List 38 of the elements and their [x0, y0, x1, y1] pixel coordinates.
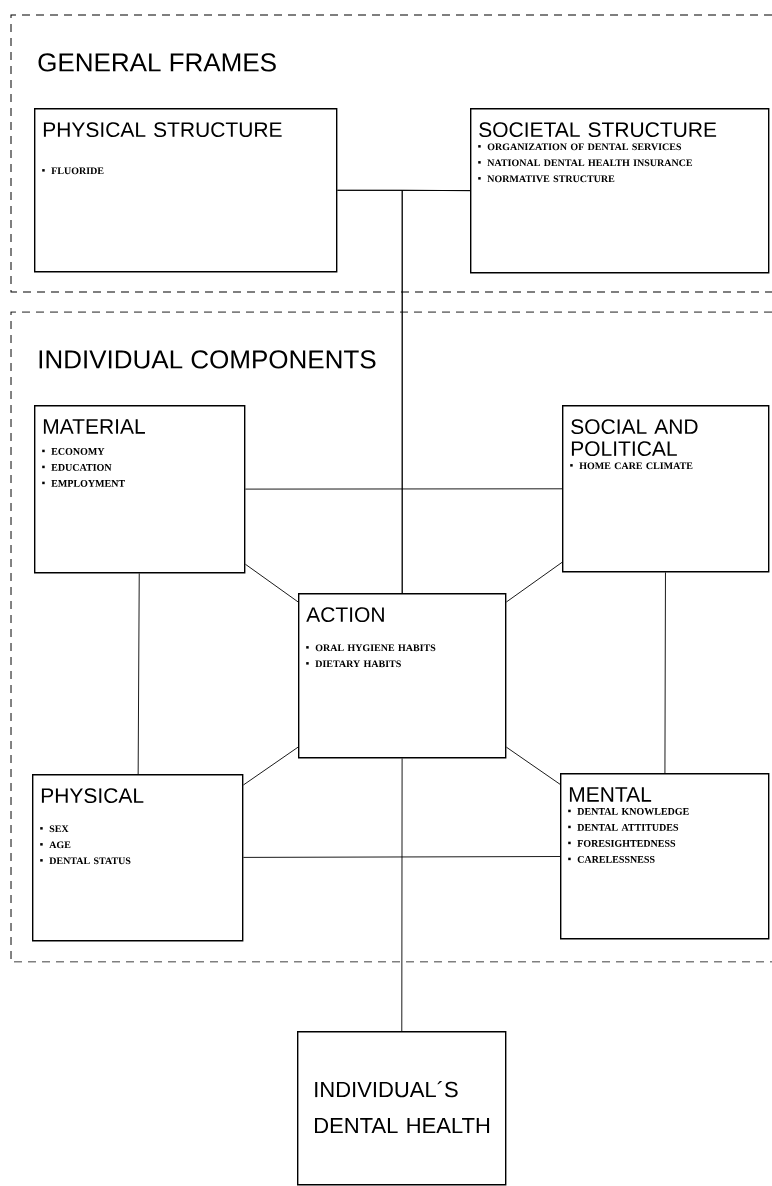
- bullet-item: DENTAL ATTITUDES: [568, 824, 679, 831]
- process-box: [297, 1031, 507, 1186]
- bullet-item: NATIONAL DENTAL HEALTH INSURANCE: [478, 159, 693, 167]
- connector-line: [401, 189, 471, 594]
- box-title: PHYSICAL: [41, 788, 144, 804]
- bullet-item: FLUORIDE: [42, 167, 104, 175]
- bullet-item: EMPLOYMENT: [42, 480, 125, 487]
- bullet-item: CARELESSNESS: [568, 856, 655, 863]
- connector-line: [505, 561, 563, 603]
- connector-line: [244, 563, 299, 603]
- bullet-item: ORGANIZATION OF DENTAL SERVICES: [478, 143, 682, 151]
- box-title: MENTAL: [569, 787, 652, 802]
- box-title: SOCIAL AND POLITICAL: [571, 419, 698, 457]
- connector-line: [401, 757, 403, 1032]
- box-title: PHYSICAL STRUCTURE: [43, 122, 282, 138]
- bullet-item: EDUCATION: [42, 464, 112, 471]
- bullet-item: AGE: [40, 841, 71, 849]
- bullet-item: NORMATIVE STRUCTURE: [478, 175, 615, 183]
- connector-line: [505, 746, 561, 785]
- box-title: MATERIAL: [43, 419, 145, 434]
- bullet-item: ORAL HYGIENE HABITS: [306, 644, 436, 652]
- box-title: SOCIETAL STRUCTURE: [479, 122, 717, 138]
- group-title: GENERAL FRAMES: [38, 53, 276, 72]
- box-title: INDIVIDUAL´S DENTAL HEALTH: [315, 1080, 490, 1134]
- connector-line: [242, 746, 299, 786]
- bullet-item: FORESIGHTEDNESS: [568, 840, 676, 847]
- connector-line: [244, 488, 563, 490]
- bullet-item: DENTAL STATUS: [40, 857, 131, 865]
- group-title: INDIVIDUAL COMPONENTS: [39, 350, 376, 369]
- bullet-item: SEX: [40, 825, 69, 833]
- box-title: ACTION: [306, 607, 384, 623]
- connector-line: [137, 572, 140, 775]
- connector-line: [664, 571, 666, 774]
- connector-line: [242, 856, 561, 858]
- bullet-item: HOME CARE CLIMATE: [570, 462, 693, 470]
- bullet-item: DENTAL KNOWLEDGE: [568, 808, 689, 815]
- bullet-item: ECONOMY: [42, 448, 105, 455]
- bullet-item: DIETARY HABITS: [306, 660, 401, 668]
